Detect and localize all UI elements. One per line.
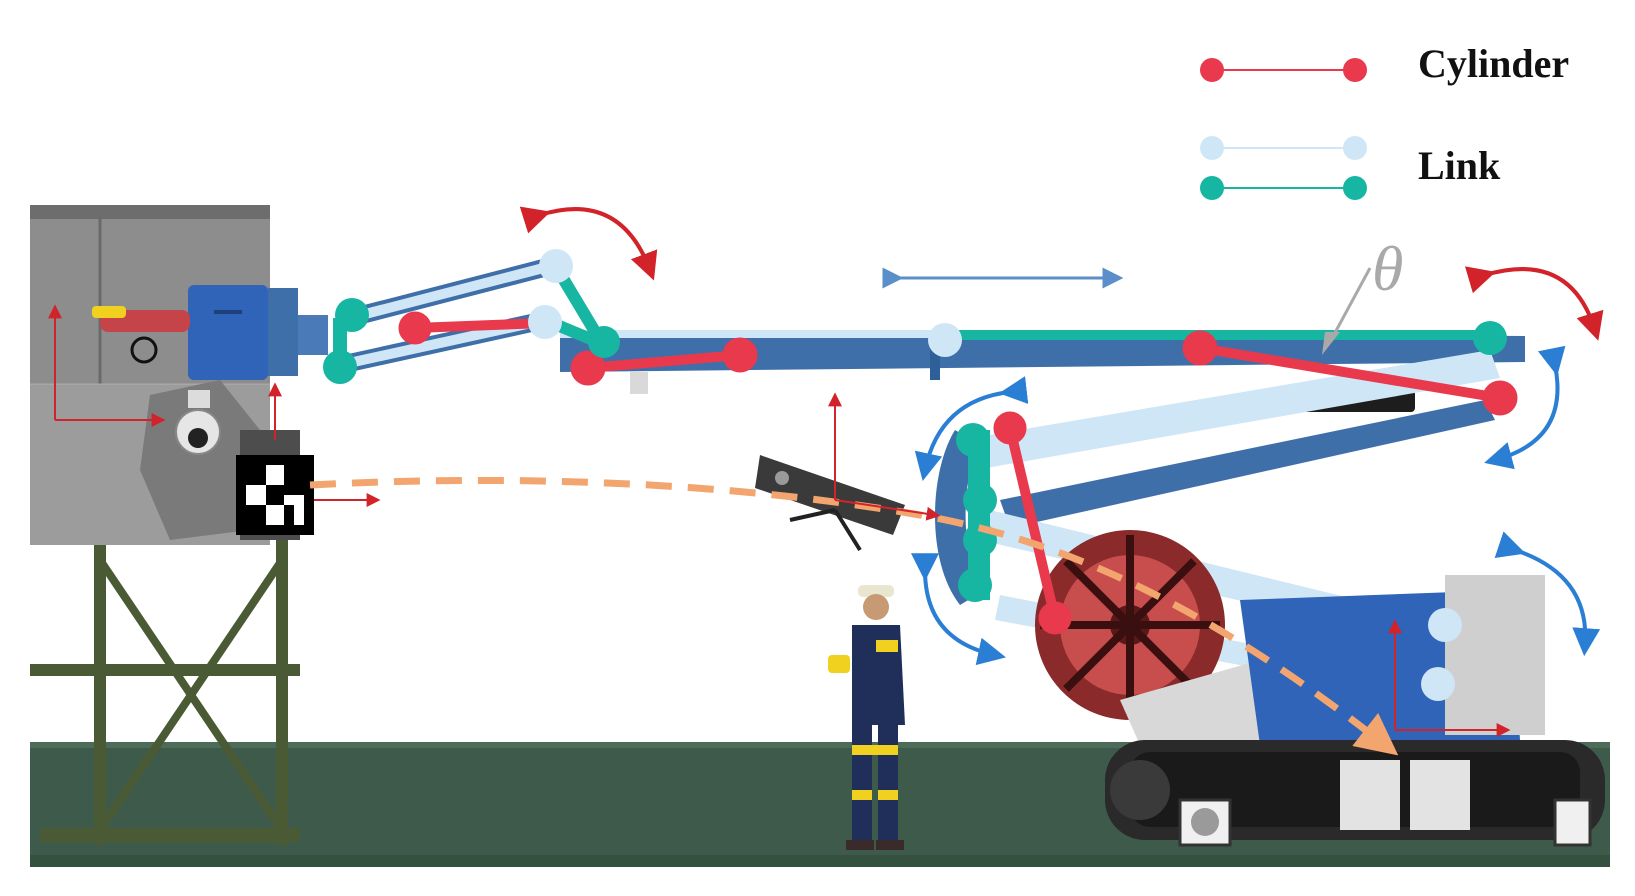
legend-link-label: Link <box>1418 143 1501 188</box>
sensor-frame-axes <box>828 392 1511 737</box>
fire-nozzle-icon <box>92 306 190 364</box>
legend <box>1200 58 1367 200</box>
camera-dome-icon <box>175 390 221 455</box>
legend-cylinder-swatch <box>1200 58 1367 82</box>
fiducial-marker-icon <box>236 455 314 535</box>
rotation-arrows-blue <box>910 345 1601 666</box>
hydraulic-cylinders <box>398 311 1518 635</box>
rotation-arrow-boom-tip <box>1464 266 1604 341</box>
target-frame-axes <box>48 304 381 507</box>
laser-beam-path <box>309 476 1399 756</box>
angle-annotation: θ <box>1322 233 1403 355</box>
support-tower <box>30 540 300 845</box>
hose-reel <box>1035 530 1225 720</box>
angle-symbol: θ <box>1372 233 1403 304</box>
end-effector <box>92 285 328 455</box>
rotation-arrow-jib <box>519 206 658 281</box>
worker-figure-icon <box>828 585 905 850</box>
legend-cylinder-label: Cylinder <box>1418 41 1570 86</box>
tracked-chassis <box>1105 575 1605 847</box>
legend-link-swatch-light <box>1200 136 1367 160</box>
legend-link-swatch-teal <box>1200 176 1367 200</box>
lidar-sensor-icon <box>755 455 905 552</box>
